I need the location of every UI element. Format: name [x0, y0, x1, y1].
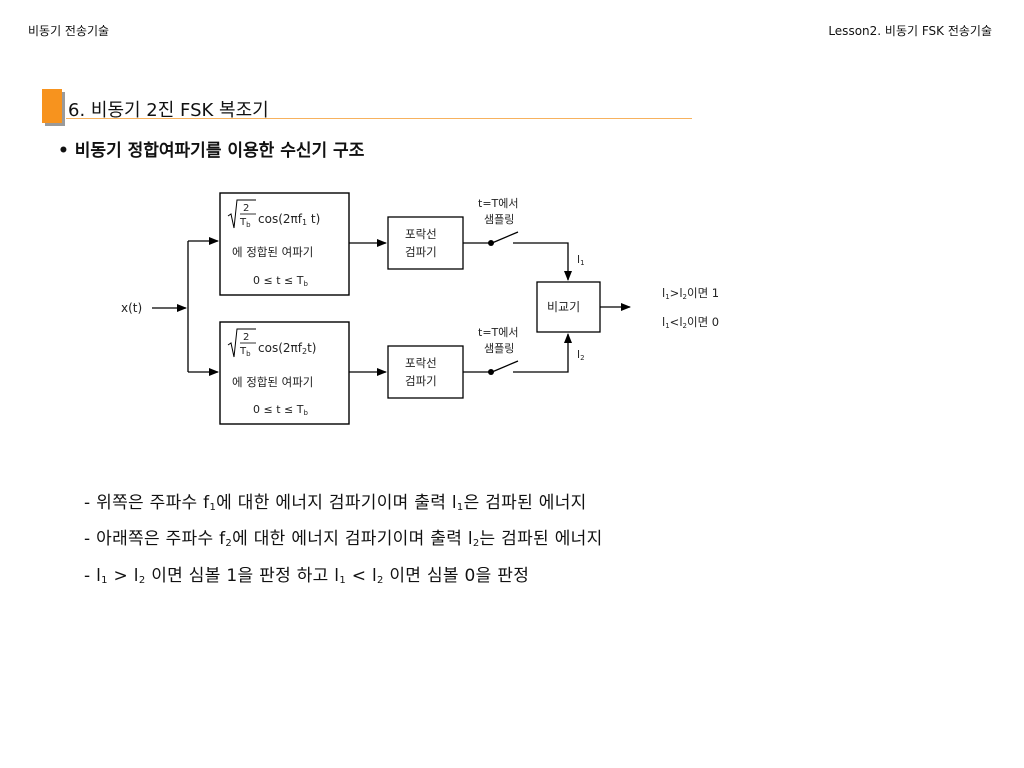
- decision-rule-1: l1>l2이면 1: [662, 286, 719, 301]
- envelope-detector-top-box: [387, 216, 464, 270]
- header-left-title: 비동기 전송기술: [28, 24, 110, 38]
- bullet-upper-detector: - 위쪽은 주파수 f1에 대한 에너지 검파기이며 출력 l1은 검파된 에너…: [84, 493, 587, 513]
- section-subtitle: • 비동기 정합여파기를 이용한 수신기 구조: [58, 141, 365, 161]
- matched-filter-bottom-box: [219, 321, 350, 425]
- sampling-switch-bottom: [491, 360, 519, 373]
- l2-path: [513, 333, 572, 373]
- filter-top-formula: 2 Tb cos(2πf1 t): [227, 199, 320, 229]
- envelope-top-line1: 포락선: [405, 227, 437, 241]
- bullet-lower-detector: - 아래쪽은 주파수 f2에 대한 에너지 검파기이며 출력 l2는 검파된 에…: [84, 529, 603, 549]
- filter-top-desc: 에 정합된 여파기: [232, 245, 313, 259]
- envelope-detector-bottom-box: [387, 345, 464, 399]
- svg-text:cos(2πf2t): cos(2πf2t): [258, 341, 316, 356]
- sampler-dot-top: [488, 240, 494, 246]
- filter-bottom-formula: 2 Tb cos(2πf2t): [227, 328, 316, 358]
- title-underline: [66, 118, 692, 119]
- input-label: x(t): [121, 301, 142, 315]
- filter-bottom-desc: 에 정합된 여파기: [232, 375, 313, 389]
- matched-filter-top-box: [219, 192, 350, 296]
- title-accent-bar: [42, 89, 62, 123]
- envelope-top-line2: 검파기: [405, 245, 437, 259]
- sqrt-num-top: 2: [243, 203, 249, 214]
- sampling-top-line2: 샘플링: [484, 213, 514, 226]
- sampling-bottom-line1: t=T에서: [478, 326, 519, 339]
- bullet-decision-rule: - l1 > l2 이면 심볼 1을 판정 하고 l1 < l2 이면 심볼 0…: [84, 566, 530, 586]
- sampling-bottom-line2: 샘플링: [484, 342, 514, 355]
- l1-label: l1: [577, 253, 585, 267]
- comparator-label: 비교기: [547, 300, 580, 314]
- sqrt-num-bottom: 2: [243, 332, 249, 343]
- sampler-dot-bottom: [488, 369, 494, 375]
- decision-rule-2: l1<l2이면 0: [662, 315, 719, 330]
- section-title: 6. 비동기 2진 FSK 복조기: [68, 100, 269, 121]
- filter-bottom-range: 0 ≤ t ≤ Tb: [253, 403, 308, 417]
- sampling-switch-top: [491, 231, 519, 244]
- l1-path: [513, 242, 572, 281]
- filter-top-range: 0 ≤ t ≤ Tb: [253, 274, 308, 288]
- svg-text:Tb: Tb: [239, 346, 251, 358]
- envelope-bottom-line2: 검파기: [405, 374, 437, 388]
- envelope-bottom-line1: 포락선: [405, 356, 437, 370]
- l2-label: l2: [577, 348, 585, 362]
- svg-text:Tb: Tb: [239, 217, 251, 229]
- svg-text:cos(2πf1 t): cos(2πf1 t): [258, 212, 320, 227]
- header-right-title: Lesson2. 비동기 FSK 전송기술: [828, 24, 992, 38]
- sampling-top-line1: t=T에서: [478, 197, 519, 210]
